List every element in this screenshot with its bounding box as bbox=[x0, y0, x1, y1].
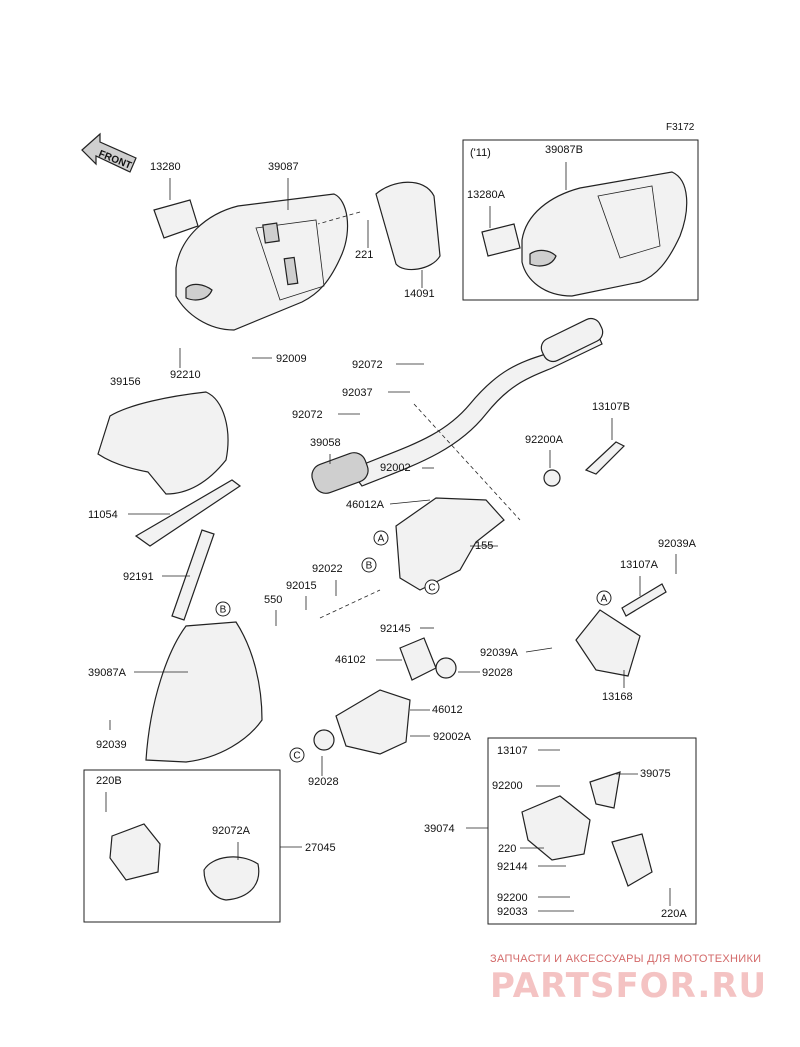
reference-mark-letter: C bbox=[428, 583, 435, 594]
part-number-label: 220A bbox=[661, 908, 687, 920]
watermark-logo: PARTSFOR.RU bbox=[490, 966, 768, 1006]
pin-part bbox=[621, 583, 667, 617]
steering-holder-part bbox=[395, 497, 505, 591]
part-number-label: 39087 bbox=[268, 161, 299, 173]
reference-mark: B bbox=[361, 557, 377, 573]
part-number-label: 13107A bbox=[620, 559, 659, 571]
reference-mark: A bbox=[596, 590, 612, 606]
part-number-label: 220B bbox=[96, 775, 122, 787]
decal-part bbox=[153, 199, 199, 239]
hood-cover-b-part bbox=[521, 171, 688, 297]
part-number-label: 92037 bbox=[342, 387, 373, 399]
lever-part bbox=[589, 771, 621, 809]
part-number-label: 92039 bbox=[96, 739, 127, 751]
part-number-label: 92033 bbox=[497, 906, 528, 918]
washer-92028b-part bbox=[313, 729, 335, 751]
tube-part bbox=[171, 529, 215, 621]
diagram-code: F3172 bbox=[666, 122, 695, 133]
part-number-label: 11054 bbox=[88, 509, 118, 521]
part-number-label: 13107 bbox=[497, 745, 528, 757]
reference-mark-letter: A bbox=[601, 594, 608, 605]
bracket-part bbox=[134, 479, 242, 547]
reference-mark-letter: B bbox=[366, 561, 373, 572]
part-number-label: 92002A bbox=[433, 731, 472, 743]
steering-cover-part bbox=[145, 621, 263, 763]
part-number-label: 39058 bbox=[310, 437, 341, 449]
part-number-label: 92009 bbox=[276, 353, 307, 365]
part-number-label: 39074 bbox=[424, 823, 455, 835]
part-number-label: 13280 bbox=[150, 161, 181, 173]
leader-lines bbox=[105, 162, 677, 912]
watermark-tagline: ЗАПЧАСТИ И АКСЕССУАРЫ ДЛЯ МОТОТЕХНИКИ bbox=[490, 953, 762, 965]
part-number-label: 92022 bbox=[312, 563, 343, 575]
reference-mark: B bbox=[215, 601, 231, 617]
part-number-label: 13280A bbox=[467, 189, 506, 201]
switch-assy-part bbox=[611, 833, 653, 887]
gear-holder-part bbox=[335, 689, 411, 755]
part-number-label: 92200A bbox=[525, 434, 564, 446]
front-arrow-icon: FRONT bbox=[81, 132, 137, 173]
shaft-part bbox=[399, 637, 437, 681]
part-number-label: 13168 bbox=[602, 691, 633, 703]
part-number-label: 92072 bbox=[352, 359, 383, 371]
part-number-label: 221 bbox=[355, 249, 373, 261]
part-number-label: 39075 bbox=[640, 768, 671, 780]
part-number-label: 220 bbox=[498, 843, 516, 855]
part-number-label: 13107B bbox=[592, 401, 630, 413]
cover-part bbox=[375, 181, 441, 271]
part-number-label: 92072A bbox=[212, 825, 251, 837]
washer-part bbox=[543, 469, 561, 487]
part-number-label: 39087A bbox=[88, 667, 127, 679]
part-number-label: 155 bbox=[475, 540, 493, 552]
year-note: ('11) bbox=[470, 147, 491, 159]
part-number-label: 39087B bbox=[545, 144, 583, 156]
part-number-label: 46102 bbox=[335, 654, 366, 666]
handlebar-part bbox=[311, 317, 604, 494]
part-number-label: 92145 bbox=[380, 623, 411, 635]
part-number-label: 92002 bbox=[380, 462, 411, 474]
clamp-part bbox=[203, 856, 260, 901]
part-number-label: 92028 bbox=[308, 776, 339, 788]
reference-mark: A bbox=[373, 530, 389, 546]
bolt-part bbox=[584, 441, 626, 475]
cover-39156-part bbox=[97, 391, 229, 495]
part-number-label: 92028 bbox=[482, 667, 513, 679]
part-number-label: 27045 bbox=[305, 842, 336, 854]
part-number-label: 14091 bbox=[404, 288, 435, 300]
part-number-label: 46012A bbox=[346, 499, 385, 511]
part-number-label: 92072 bbox=[292, 409, 323, 421]
hood-cover-part bbox=[175, 193, 349, 331]
part-number-label: 550 bbox=[264, 594, 282, 606]
part-number-label: 46012 bbox=[432, 704, 463, 716]
part-number-label: 92200 bbox=[497, 892, 528, 904]
harness-box bbox=[83, 769, 281, 923]
part-number-label: 39156 bbox=[110, 376, 141, 388]
reference-mark-letter: B bbox=[220, 605, 227, 616]
reference-marks: A B C B A C bbox=[215, 530, 612, 763]
part-number-label: 92191 bbox=[123, 571, 154, 583]
switch-housing-part bbox=[521, 795, 591, 861]
reference-mark: C bbox=[424, 579, 440, 595]
switch-part bbox=[109, 823, 161, 881]
decal-b-part bbox=[481, 223, 521, 257]
part-number-label: 92039A bbox=[658, 538, 697, 550]
part-number-label: 92144 bbox=[497, 861, 528, 873]
switch-box bbox=[487, 737, 697, 925]
reference-mark-letter: A bbox=[378, 534, 385, 545]
part-number-label: 92015 bbox=[286, 580, 317, 592]
part-number-label: 92200 bbox=[492, 780, 523, 792]
throttle-bracket-part bbox=[575, 609, 641, 677]
part-number-label: 92210 bbox=[170, 369, 201, 381]
part-number-label: 92039A bbox=[480, 647, 519, 659]
reference-mark: C bbox=[289, 747, 305, 763]
washer-92028-part bbox=[435, 657, 457, 679]
inset-box-2011 bbox=[462, 139, 699, 301]
reference-mark-letter: C bbox=[293, 751, 300, 762]
part-labels: 13280 39087 221 14091 39087B 13280A 92210 92009… bbox=[88, 144, 697, 920]
